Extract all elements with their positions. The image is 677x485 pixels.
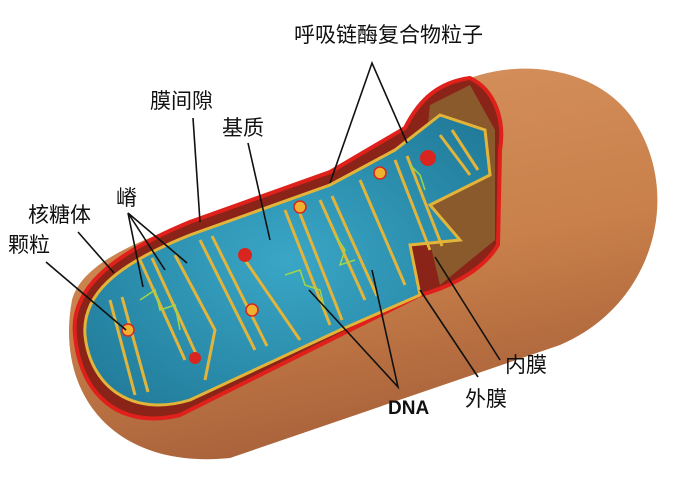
leader-lines <box>45 60 501 390</box>
dna-strands <box>139 164 426 331</box>
granules <box>189 150 436 364</box>
label-ribosome: 核糖体 <box>28 203 91 227</box>
label-inner-membrane: 内膜 <box>505 353 547 377</box>
label-matrix: 基质 <box>222 116 264 140</box>
label-outer-membrane: 外膜 <box>465 387 507 411</box>
cristae <box>108 129 480 396</box>
label-dna: DNA <box>388 398 429 419</box>
label-intermembrane-space: 膜间隙 <box>150 89 213 113</box>
label-cristae: 嵴 <box>116 186 137 210</box>
ribosomes <box>121 166 387 337</box>
label-respiratory-particles: 呼吸链酶复合物粒子 <box>294 23 483 47</box>
label-granule: 颗粒 <box>8 233 50 257</box>
